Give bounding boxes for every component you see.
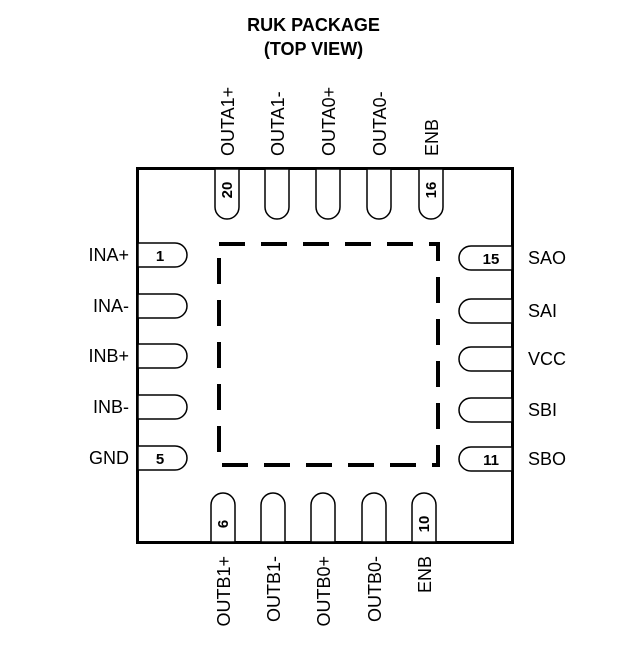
pin-17-pad [366, 168, 392, 220]
pin-label-19: OUTA1- [268, 91, 288, 156]
package-title: RUK PACKAGE [247, 15, 380, 35]
pin-label-1: INA+ [88, 245, 129, 265]
pin-11-pad [458, 446, 513, 472]
pin-number-10: 10 [416, 516, 433, 533]
pin-number-11: 11 [483, 452, 499, 469]
pin-1-pad [137, 242, 188, 268]
pin-label-10: ENB [415, 556, 435, 593]
pin-label-14: SAI [528, 301, 557, 321]
pin-19-pad [264, 168, 290, 220]
pin-label-18: OUTA0+ [319, 87, 339, 156]
pin-label-3: INB+ [88, 346, 129, 366]
pin-18-pad [315, 168, 341, 220]
pin-14-pad [458, 298, 513, 324]
pin-label-17: OUTA0- [370, 91, 390, 156]
pin-10-pad [411, 492, 437, 543]
pin-label-5: GND [89, 448, 129, 468]
package-body [136, 167, 514, 544]
pin-20-pad [214, 168, 240, 220]
pin-label-6: OUTB1+ [214, 556, 234, 627]
pin-number-20: 20 [219, 182, 236, 199]
pin-6-pad [210, 492, 236, 543]
thermal-pad-outline [217, 242, 440, 467]
pin-number-15: 15 [483, 251, 500, 268]
pin-9-pad [361, 492, 387, 543]
pin-label-7: OUTB1- [264, 556, 284, 622]
pin-7-pad [260, 492, 286, 543]
pin-label-13: VCC [528, 349, 566, 369]
pin-15-pad [458, 245, 513, 271]
pin-label-12: SBI [528, 400, 557, 420]
pin-label-4: INB- [93, 397, 129, 417]
pin-label-15: SAO [528, 248, 566, 268]
pin-12-pad [458, 397, 513, 423]
pin-number-6: 6 [215, 520, 232, 528]
pin-8-pad [310, 492, 336, 543]
pin-2-pad [137, 293, 188, 319]
pin-label-8: OUTB0+ [314, 556, 334, 627]
pin-13-pad [458, 346, 513, 372]
pin-5-pad [137, 445, 188, 471]
pin-label-9: OUTB0- [365, 556, 385, 622]
pin-label-2: INA- [93, 296, 129, 316]
pin-label-20: OUTA1+ [218, 87, 238, 156]
pin-label-11: SBO [528, 449, 566, 469]
pin-number-5: 5 [156, 451, 164, 468]
pin-number-1: 1 [156, 248, 164, 265]
pin-3-pad [137, 343, 188, 369]
package-subtitle: (TOP VIEW) [263, 39, 364, 59]
pin-16-pad [418, 168, 444, 220]
pin-4-pad [137, 394, 188, 420]
pin-number-16: 16 [423, 182, 440, 199]
pin-label-16: ENB [422, 119, 442, 156]
